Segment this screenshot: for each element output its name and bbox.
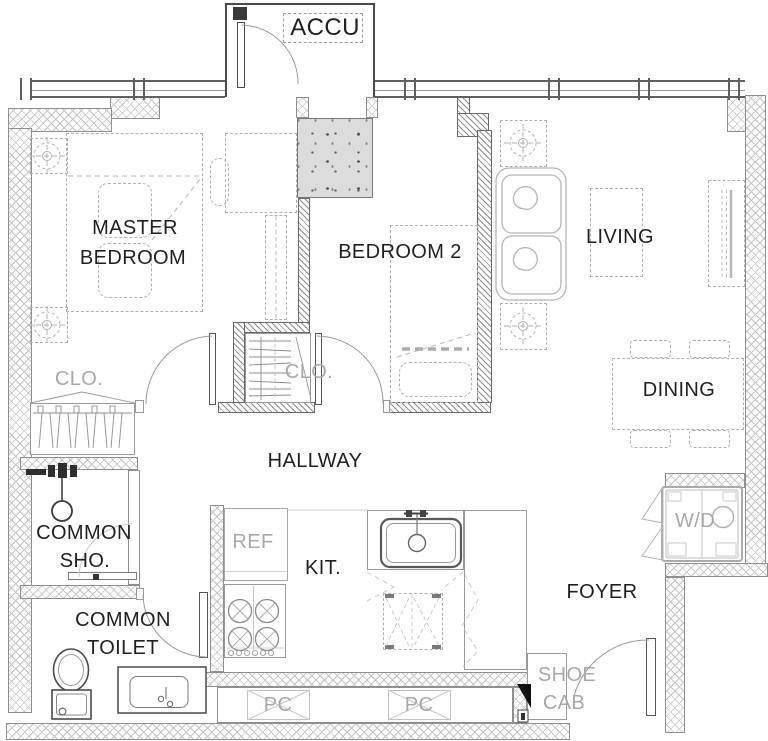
wall-top-right-step xyxy=(727,97,747,132)
wall-pc-strip-stub xyxy=(513,687,527,723)
dining-chair xyxy=(689,340,730,358)
toilet-icon xyxy=(51,648,92,720)
fixture-label-pc-2: PC xyxy=(404,694,434,716)
master-door-leaf xyxy=(209,333,216,405)
fixture-label-pc-1: PC xyxy=(263,694,293,716)
shoe-cabinet-box xyxy=(527,653,567,720)
dining-chair xyxy=(630,340,671,358)
wall-west-exterior xyxy=(8,128,32,713)
ceiling-light-box xyxy=(500,120,547,167)
wall-bedroom2-step xyxy=(457,113,489,137)
stove-box xyxy=(224,584,286,658)
master-bed-pillow xyxy=(98,243,152,298)
window-band-east xyxy=(375,80,745,82)
ceiling-light-box xyxy=(30,138,68,174)
fixture-label-closet-master: CLO. xyxy=(54,368,104,390)
accu-door-closer xyxy=(233,7,247,20)
wall-top-left-return xyxy=(8,108,112,132)
wall-closet-shower-divider xyxy=(20,457,138,470)
room-label-living: LIVING xyxy=(586,226,654,248)
bedroom2-door-jamb xyxy=(383,400,390,413)
dining-chair xyxy=(689,430,730,448)
master-chair xyxy=(210,158,229,206)
fixture-label-closet-hall: CLO. xyxy=(284,361,334,383)
coffee-table xyxy=(590,188,643,277)
room-label-foyer: FOYER xyxy=(566,581,638,603)
window-mullion xyxy=(20,78,32,100)
refrigerator-divider xyxy=(225,571,287,572)
tv-console xyxy=(708,180,745,287)
wall-column-flank-west xyxy=(296,97,309,118)
master-door-jamb xyxy=(135,400,144,413)
window-mullion xyxy=(728,78,740,100)
window-band-east-sill xyxy=(375,96,745,98)
counter-column xyxy=(464,510,527,670)
wall-wd-niche-bottom xyxy=(665,563,768,577)
window-mullion xyxy=(638,78,650,100)
room-label-accu: ACCU xyxy=(290,14,360,41)
wall-east-exterior xyxy=(745,95,766,577)
sofa-icon xyxy=(495,167,567,301)
room-label-master-1: MASTER xyxy=(92,217,178,239)
concrete-column xyxy=(297,118,373,198)
room-label-toilet-2: TOILET xyxy=(86,637,160,659)
room-label-hallway: HALLWAY xyxy=(267,450,363,472)
fixture-label-shoe-2: CAB xyxy=(542,692,586,714)
master-closet-box xyxy=(30,403,135,455)
master-wardrobe xyxy=(265,215,287,320)
wall-hall-closet-west xyxy=(233,322,245,403)
fixture-label-ref: REF xyxy=(232,531,274,553)
wall-kitchen-west xyxy=(210,505,224,672)
dining-table xyxy=(612,358,744,430)
wall-hall-closet-bottom xyxy=(218,402,315,413)
wall-foyer-east xyxy=(665,577,685,733)
sink-counter xyxy=(367,510,464,570)
window-band-west xyxy=(32,80,225,82)
window-band-west-mid xyxy=(32,90,225,91)
window-band-east-mid xyxy=(375,90,745,91)
wall-south-kitchen-band xyxy=(203,672,565,687)
wall-south-exterior-band xyxy=(6,723,570,740)
master-dresser xyxy=(225,133,297,213)
window-band-west-sill xyxy=(32,96,225,98)
toilet-door-leaf xyxy=(199,592,208,658)
ceiling-light-box xyxy=(500,303,547,350)
shower-ledge xyxy=(68,572,137,580)
room-label-shower-1: COMMON xyxy=(36,522,132,544)
island-dishwasher xyxy=(383,593,443,650)
bedroom2-bed xyxy=(390,225,478,403)
refrigerator-box xyxy=(224,508,288,581)
room-label-dining: DINING xyxy=(642,379,716,401)
wd-bifold-door-icon xyxy=(641,485,664,561)
fixture-label-shoe-1: SHOE xyxy=(537,664,597,686)
master-door-arc xyxy=(145,335,213,405)
wall-top-left-step xyxy=(110,97,160,119)
ceiling-light-box xyxy=(30,307,68,343)
toilet-door-jamb xyxy=(136,588,144,600)
wall-bedroom2-living xyxy=(477,130,492,403)
entry-door-leaf xyxy=(646,638,656,716)
window-mullion xyxy=(133,78,145,100)
wall-bedroom2-south xyxy=(387,402,491,413)
window-mullion xyxy=(404,78,416,100)
bedroom2-pillow xyxy=(399,362,472,397)
window-mullion xyxy=(548,78,560,100)
accu-door-leaf xyxy=(237,22,245,88)
room-label-toilet-1: COMMON xyxy=(75,609,171,631)
room-label-bedroom2: BEDROOM 2 xyxy=(338,241,462,263)
wall-column-flank-east xyxy=(366,97,378,118)
room-label-master-2: BEDROOM xyxy=(79,247,187,269)
wall-shower-toilet-divider xyxy=(20,585,140,599)
dining-chair xyxy=(630,430,671,448)
vanity-sink-icon xyxy=(117,666,207,714)
fixture-label-wd: W/D xyxy=(674,510,716,532)
wall-master-bedroom2 xyxy=(298,198,310,324)
master-bed xyxy=(66,133,203,312)
room-label-shower-2: SHO. xyxy=(59,550,111,572)
room-label-kitchen: KIT. xyxy=(304,557,342,579)
